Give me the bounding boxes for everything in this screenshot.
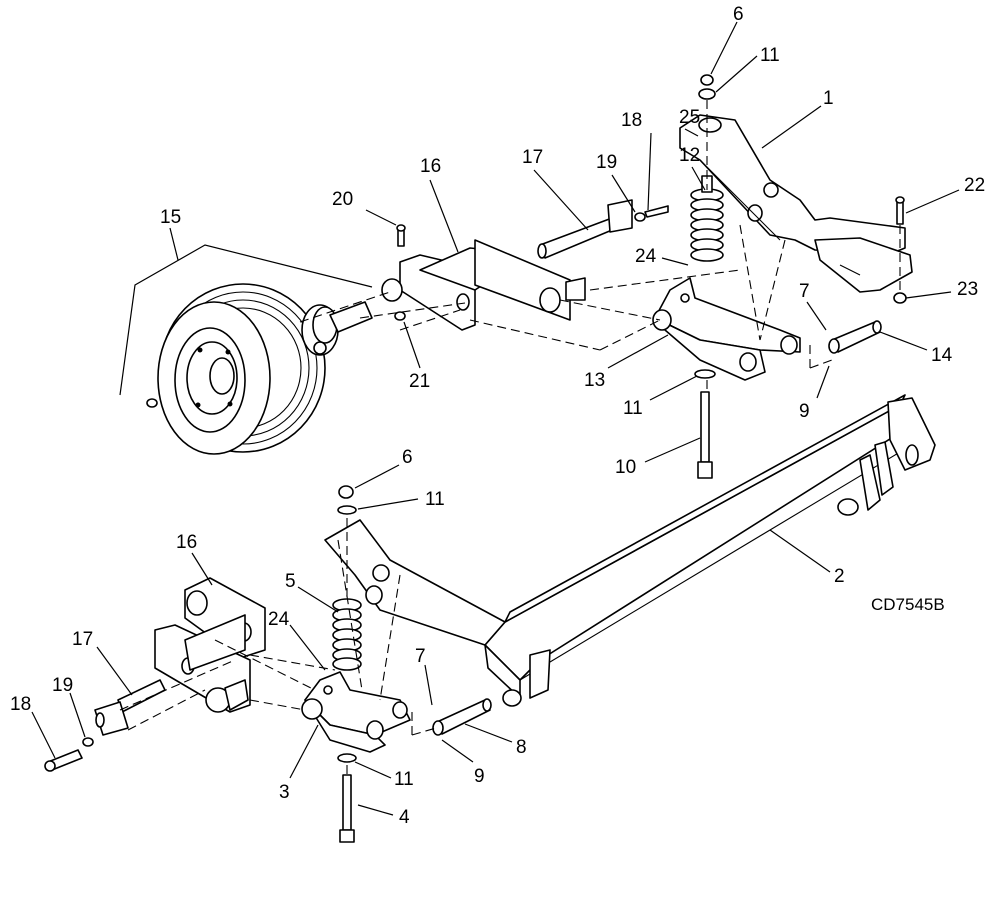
callout-15: 15 bbox=[160, 207, 181, 228]
callout-11-lower-bottom: 11 bbox=[394, 769, 414, 790]
callout-6-lower: 6 bbox=[402, 447, 413, 468]
callout-23: 23 bbox=[957, 279, 978, 300]
callout-11-lower-top: 11 bbox=[425, 489, 445, 510]
toolbar-frame bbox=[324, 394, 936, 707]
callout-labels: 6 11 1 18 25 17 19 12 16 20 22 15 24 23 … bbox=[10, 4, 985, 828]
callout-11-upper: 11 bbox=[760, 45, 780, 66]
callout-19-upper: 19 bbox=[596, 152, 617, 173]
pin-upper bbox=[537, 199, 669, 259]
callout-21: 21 bbox=[409, 371, 430, 392]
pin-14 bbox=[828, 320, 882, 354]
callout-14: 14 bbox=[931, 345, 953, 366]
callout-22: 22 bbox=[964, 175, 985, 196]
callout-7-lower: 7 bbox=[415, 646, 426, 667]
callout-17-lower: 17 bbox=[72, 629, 93, 650]
callout-2: 2 bbox=[834, 566, 845, 587]
callout-12: 12 bbox=[679, 145, 700, 166]
callout-16-lower: 16 bbox=[176, 532, 197, 553]
callout-11-mid: 11 bbox=[623, 398, 643, 419]
callout-20: 20 bbox=[332, 189, 353, 210]
spring-link-lower bbox=[301, 671, 411, 753]
callout-9-lower: 9 bbox=[474, 766, 485, 787]
spring-upper bbox=[690, 74, 724, 262]
callout-13: 13 bbox=[584, 370, 605, 391]
callout-1: 1 bbox=[823, 88, 834, 109]
gauge-wheel bbox=[146, 283, 326, 455]
callout-10: 10 bbox=[615, 457, 636, 478]
bolt-22 bbox=[895, 196, 905, 225]
bolt-10 bbox=[694, 369, 716, 479]
nut-21 bbox=[394, 311, 406, 321]
bolt-20 bbox=[396, 224, 406, 247]
lower-dashed-lines bbox=[119, 518, 437, 775]
callout-4: 4 bbox=[399, 807, 410, 828]
callout-3: 3 bbox=[279, 782, 290, 803]
callout-17-upper: 17 bbox=[522, 147, 543, 168]
callout-19-lower: 19 bbox=[52, 675, 73, 696]
callout-24-lower: 24 bbox=[268, 609, 290, 630]
callout-24-upper: 24 bbox=[635, 246, 657, 267]
callout-18-upper: 18 bbox=[621, 110, 642, 131]
callout-5: 5 bbox=[285, 571, 296, 592]
callout-9-upper: 9 bbox=[799, 401, 810, 422]
callout-6-upper: 6 bbox=[733, 4, 744, 25]
drawing-code: CD7545B bbox=[871, 595, 945, 614]
wheel-hub bbox=[301, 301, 373, 356]
callout-7-upper: 7 bbox=[799, 281, 810, 302]
bolt-4 bbox=[337, 753, 357, 843]
callout-8: 8 bbox=[516, 737, 527, 758]
callout-16-upper: 16 bbox=[420, 156, 441, 177]
pin-8 bbox=[432, 698, 492, 736]
spring-lower bbox=[332, 485, 362, 671]
leader-lines bbox=[31, 21, 960, 816]
spindle-mount-lower bbox=[154, 577, 266, 713]
callout-18-lower: 18 bbox=[10, 694, 31, 715]
callout-25: 25 bbox=[679, 107, 700, 128]
upper-dashed-lines bbox=[299, 100, 901, 392]
nut-23 bbox=[893, 292, 907, 304]
spring-link-upper bbox=[652, 277, 801, 381]
upper-arm-weldment bbox=[679, 114, 913, 293]
